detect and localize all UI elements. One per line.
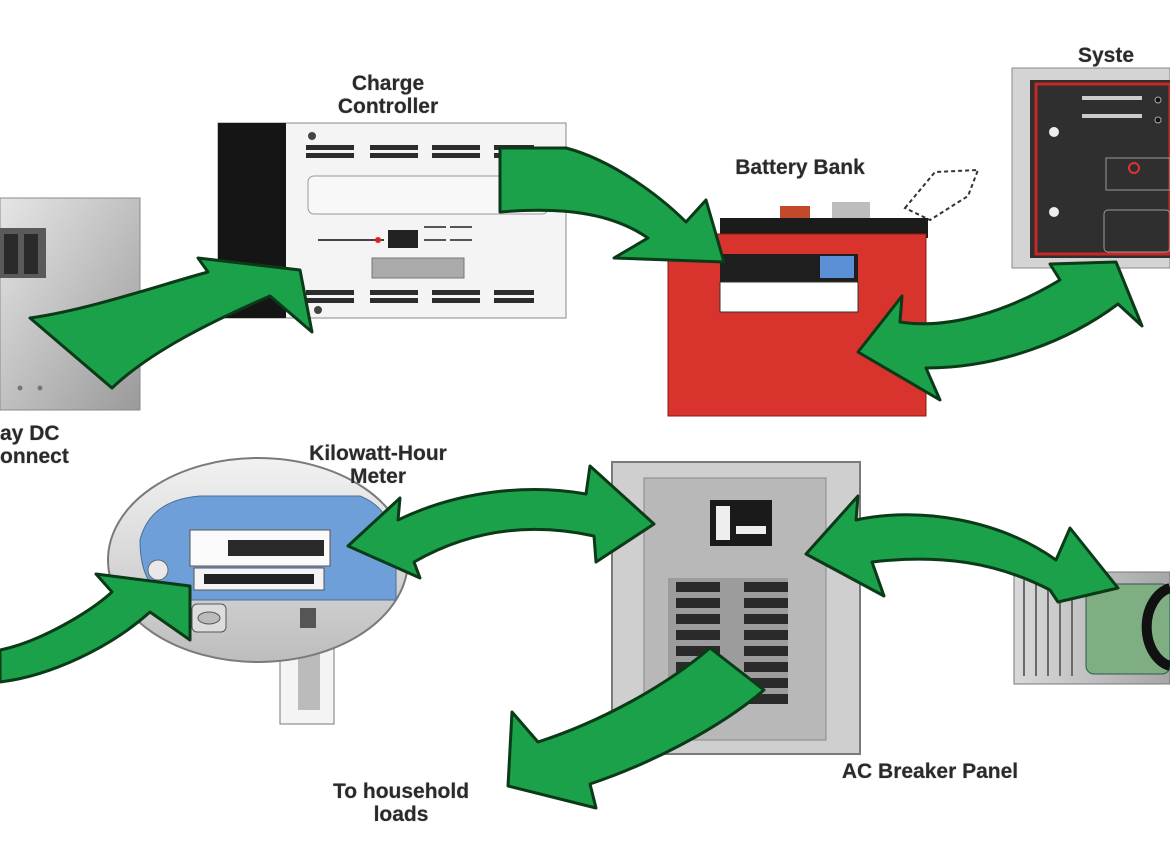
arrow-disconnect-to-controller: [28, 256, 314, 390]
ac-breaker-panel-label-text: AC Breaker Panel: [841, 760, 1019, 783]
system-meter-device: [1011, 67, 1170, 269]
arrow-breaker-inverter: [804, 494, 1120, 604]
charge-controller-label-line2: Controller: [337, 95, 439, 118]
arrow-into-kwh-meter: [0, 572, 192, 684]
household-loads-label-line2: loads: [373, 803, 429, 826]
charge-controller-label: Charge Controller: [288, 72, 488, 118]
system-meter-label: Syste: [1078, 44, 1170, 67]
system-meter-label-text: Syste: [1078, 44, 1135, 67]
charge-controller-label-line1: Charge: [351, 72, 425, 95]
household-loads-label-line1: To household: [332, 780, 470, 803]
kwh-meter-label-line2: Meter: [349, 465, 407, 488]
battery-bank-label-text: Battery Bank: [735, 156, 865, 179]
array-dc-disconnect-label-line2: onnect: [0, 445, 69, 468]
ac-breaker-panel-label: AC Breaker Panel: [780, 760, 1080, 783]
inverter-device: [1013, 571, 1170, 685]
arrow-panel-to-household: [506, 646, 766, 810]
kwh-meter-label-line1: Kilowatt-Hour: [309, 442, 447, 465]
kwh-meter-label: Kilowatt-Hour Meter: [248, 442, 508, 488]
arrow-controller-to-battery: [498, 146, 726, 264]
array-dc-disconnect-label-line1: ay DC: [0, 422, 60, 445]
household-loads-label: To household loads: [276, 780, 526, 826]
array-dc-disconnect-label: ay DC onnect: [0, 422, 120, 468]
arrow-meter-breaker-panel: [346, 464, 656, 580]
battery-bank-label: Battery Bank: [680, 156, 920, 179]
arrow-battery-system-meter: [856, 260, 1144, 402]
